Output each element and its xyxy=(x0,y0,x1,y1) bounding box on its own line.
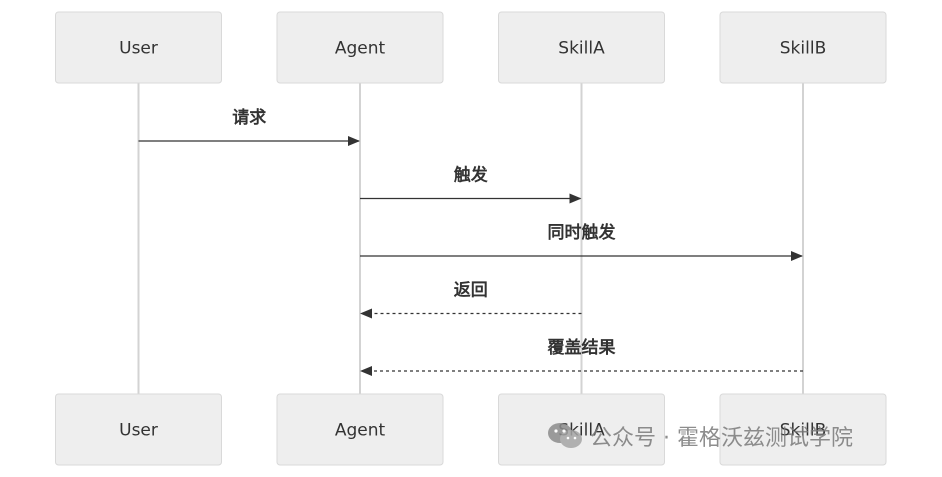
actor-box xyxy=(719,11,887,84)
message-label: 同时触发 xyxy=(548,222,617,243)
actor-user-top: User xyxy=(55,11,222,84)
message-label: 触发 xyxy=(453,165,489,186)
actor-user-bottom: User xyxy=(55,393,222,466)
actor-box xyxy=(498,11,665,84)
actor-label: User xyxy=(119,421,158,441)
actor-skilla-top: SkillA xyxy=(498,11,665,84)
actor-label: Agent xyxy=(335,39,386,59)
actor-label: SkillB xyxy=(780,39,826,59)
message-label: 请求 xyxy=(232,107,266,128)
wechat-icon xyxy=(548,423,582,448)
actor-label: Agent xyxy=(335,421,386,441)
actor-box xyxy=(498,393,665,466)
message-3: 同时触发 xyxy=(360,222,803,261)
actor-agent-bottom: Agent xyxy=(276,393,444,466)
actor-agent-top: Agent xyxy=(276,11,444,84)
message-4: 返回 xyxy=(360,281,582,319)
actor-box xyxy=(55,11,222,84)
message-5: 覆盖结果 xyxy=(360,337,803,376)
actor-box xyxy=(276,11,444,84)
message-2: 触发 xyxy=(360,165,582,204)
message-label: 覆盖结果 xyxy=(548,337,616,358)
actor-box xyxy=(276,393,444,466)
actor-box xyxy=(55,393,222,466)
message-label: 返回 xyxy=(454,281,488,301)
message-1: 请求 xyxy=(138,107,360,146)
lifelines xyxy=(137,83,804,394)
actor-label: SkillA xyxy=(558,39,605,59)
actor-box xyxy=(719,393,887,466)
actor-label: SkillB xyxy=(780,421,826,441)
actor-label: User xyxy=(119,39,158,59)
actor-skillb-bottom: SkillB xyxy=(719,393,887,466)
actor-skillb-top: SkillB xyxy=(719,11,887,84)
watermark-text: 公众号 · 霍格沃兹测试学院 xyxy=(590,426,853,451)
watermark: 公众号 · 霍格沃兹测试学院 xyxy=(546,420,853,452)
actors-top: User Agent SkillA SkillB xyxy=(55,11,887,84)
